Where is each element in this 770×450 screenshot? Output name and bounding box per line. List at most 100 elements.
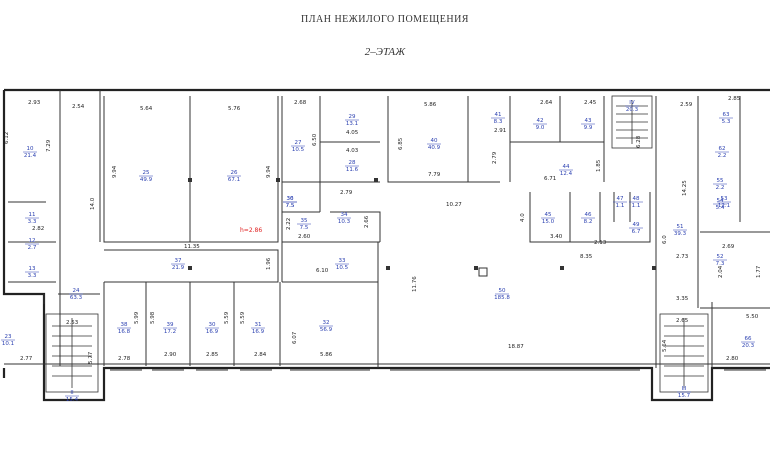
svg-text:3.35: 3.35 bbox=[676, 296, 689, 302]
room-area: 13.1 bbox=[346, 121, 358, 127]
staircase-left bbox=[45, 313, 99, 393]
svg-text:5.50: 5.50 bbox=[746, 314, 759, 320]
svg-text:2.60: 2.60 bbox=[298, 234, 311, 240]
outer-wall bbox=[2, 88, 770, 402]
svg-text:6.85: 6.85 bbox=[398, 137, 404, 150]
svg-text:4.0: 4.0 bbox=[520, 213, 526, 222]
svg-text:5.64: 5.64 bbox=[140, 106, 153, 112]
ceiling-height-note: h=2.86 bbox=[240, 227, 262, 234]
room-number: 13 bbox=[29, 266, 36, 272]
room-area: 21.9 bbox=[172, 265, 185, 271]
room-area: 5.4 bbox=[716, 205, 725, 211]
svg-text:2.77: 2.77 bbox=[20, 356, 33, 362]
svg-text:2.80: 2.80 bbox=[726, 356, 739, 362]
dimensions-vertical: 6.12 7.29 14.0 9.94 9.94 6.50 6.85 2.79 … bbox=[4, 132, 762, 364]
svg-text:6.0: 6.0 bbox=[662, 235, 668, 244]
svg-text:14.25: 14.25 bbox=[682, 180, 688, 196]
room-number: 43 bbox=[585, 118, 592, 124]
room-number: 35 bbox=[301, 218, 308, 224]
room-number: 52 bbox=[717, 254, 724, 260]
room-number: 29 bbox=[349, 114, 356, 120]
room-area: 2.2 bbox=[718, 153, 727, 159]
room-number: 37 bbox=[175, 258, 182, 264]
svg-text:5.86: 5.86 bbox=[424, 102, 437, 108]
svg-text:2.13: 2.13 bbox=[594, 240, 607, 246]
room-area: 49.9 bbox=[140, 177, 153, 183]
svg-text:6.71: 6.71 bbox=[544, 176, 556, 182]
svg-text:6.07: 6.07 bbox=[292, 331, 298, 344]
floor-plan: 2.93 2.54 5.64 5.76 2.68 4.05 4.03 5.86 … bbox=[1, 88, 770, 403]
room-area: 40.9 bbox=[428, 145, 441, 151]
svg-text:2.65: 2.65 bbox=[676, 318, 689, 324]
dimensions: 2.93 2.54 5.64 5.76 2.68 4.05 4.03 5.86 … bbox=[20, 96, 759, 362]
room-area: 7.3 bbox=[716, 261, 725, 267]
room-number: III bbox=[682, 386, 687, 392]
svg-text:6.10: 6.10 bbox=[316, 268, 329, 274]
svg-text:2.85: 2.85 bbox=[728, 96, 741, 102]
svg-text:2.91: 2.91 bbox=[494, 128, 506, 134]
room-number: 44 bbox=[563, 164, 570, 170]
room-area: 21.4 bbox=[24, 153, 37, 159]
room-area: 16.9 bbox=[252, 329, 265, 335]
room-number: 26 bbox=[231, 170, 238, 176]
room-area: 5.3 bbox=[722, 119, 731, 125]
svg-text:5.86: 5.86 bbox=[320, 352, 333, 358]
room-number: 46 bbox=[585, 212, 592, 218]
svg-text:2.93: 2.93 bbox=[28, 100, 41, 106]
room-number: 50 bbox=[499, 288, 506, 294]
svg-text:5.98: 5.98 bbox=[150, 311, 156, 324]
rooms-25-26-walls bbox=[103, 96, 279, 243]
svg-text:2.69: 2.69 bbox=[722, 244, 735, 250]
svg-text:2.73: 2.73 bbox=[676, 254, 689, 260]
room-area: 9.0 bbox=[536, 125, 545, 131]
svg-text:2.85: 2.85 bbox=[206, 352, 219, 358]
svg-text:2.79: 2.79 bbox=[492, 151, 498, 164]
staircase-right bbox=[659, 313, 709, 393]
rooms-40-44-walls bbox=[387, 96, 605, 183]
rooms-27-36-walls bbox=[281, 96, 381, 283]
room-number: 53 bbox=[721, 196, 728, 202]
room-number: 40 bbox=[431, 138, 438, 144]
svg-text:5.76: 5.76 bbox=[228, 106, 241, 112]
room-number: 62 bbox=[719, 146, 726, 152]
room-number: 10 bbox=[27, 146, 34, 152]
room-number: 48 bbox=[633, 196, 640, 202]
room-area: 185.8 bbox=[494, 295, 510, 301]
svg-text:5.59: 5.59 bbox=[224, 311, 230, 324]
staircase-top bbox=[611, 95, 653, 149]
room-number: 38 bbox=[121, 322, 128, 328]
svg-text:3.40: 3.40 bbox=[550, 234, 563, 240]
svg-text:2.04: 2.04 bbox=[718, 265, 724, 278]
room-area: 63.3 bbox=[70, 295, 83, 301]
room-number: 45 bbox=[545, 212, 552, 218]
room-area: 10.5 bbox=[336, 265, 349, 271]
room-area: 7.5 bbox=[286, 203, 295, 209]
svg-text:18.87: 18.87 bbox=[508, 344, 524, 350]
room-number: 24 bbox=[73, 288, 80, 294]
room-number: 39 bbox=[167, 322, 174, 328]
room-number: 41 bbox=[495, 112, 502, 118]
room-number: 66 bbox=[745, 336, 752, 342]
room-number: 27 bbox=[295, 140, 302, 146]
room-number: II bbox=[70, 390, 74, 396]
room-area: 11.6 bbox=[346, 167, 359, 173]
svg-text:5.77: 5.77 bbox=[88, 351, 94, 364]
right-block-walls bbox=[655, 96, 770, 368]
room-area: 12.1 bbox=[718, 203, 730, 209]
svg-text:2.66: 2.66 bbox=[364, 215, 370, 228]
room-number: 49 bbox=[633, 222, 640, 228]
svg-text:5.99: 5.99 bbox=[134, 311, 140, 324]
room-area: 2.2 bbox=[716, 185, 725, 191]
room-area: 10.1 bbox=[2, 341, 14, 347]
room-number: 47 bbox=[617, 196, 624, 202]
svg-text:2.59: 2.59 bbox=[680, 102, 693, 108]
room-area: 10.5 bbox=[292, 147, 305, 153]
bottom-offices-walls bbox=[103, 242, 379, 368]
room-number: 51 bbox=[677, 224, 684, 230]
svg-text:2.22: 2.22 bbox=[286, 218, 292, 230]
room-area: 15.0 bbox=[542, 219, 555, 225]
room-area: 16.8 bbox=[118, 329, 131, 335]
svg-text:2.45: 2.45 bbox=[584, 100, 597, 106]
room-number: 25 bbox=[143, 170, 150, 176]
svg-text:1.85: 1.85 bbox=[596, 159, 602, 172]
